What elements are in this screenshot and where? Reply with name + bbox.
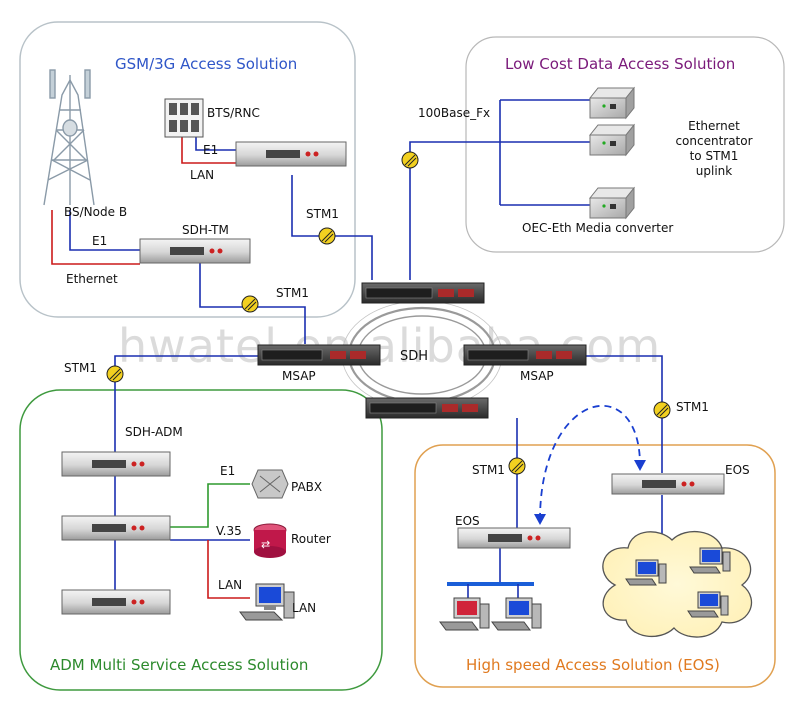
node-b-label: BS/Node B (64, 205, 127, 219)
adm-title: ADM Multi Service Access Solution (50, 656, 308, 674)
sdh-tm-label: SDH-TM (182, 223, 229, 237)
sdh-tm-upper (235, 141, 347, 167)
msap-left (257, 344, 381, 366)
stm1-marker-eos-right (653, 401, 671, 419)
msap-bottom (365, 397, 489, 419)
fx-label: 100Base_Fx (418, 106, 490, 120)
sdh-adm-3 (61, 589, 171, 615)
stm1-eos-left-label: STM1 (472, 463, 505, 477)
eos-device-right (611, 473, 725, 495)
stm1-markers (106, 151, 671, 475)
lan-device-label: LAN (292, 601, 316, 615)
concentrator-line-3: to STM1 (690, 149, 739, 163)
sdh-adm-2 (61, 515, 171, 541)
stm1-marker-adm (106, 365, 124, 383)
router-label: Router (291, 532, 331, 546)
v35-label: V.35 (216, 524, 242, 538)
stm1-gsm-upper-label: STM1 (306, 207, 339, 221)
msap-left-label: MSAP (282, 369, 316, 383)
concentrator-line-2: concentrator (675, 134, 752, 148)
stm1-adm-label: STM1 (64, 361, 97, 375)
lowcost-title: Low Cost Data Access Solution (505, 55, 735, 73)
sdh-adm-label: SDH-ADM (125, 425, 183, 439)
cloud-pc-3 (687, 591, 729, 618)
lan-top-label: LAN (190, 168, 214, 182)
eos-left-label: EOS (455, 514, 480, 528)
bts-rnc-cabinet (164, 98, 204, 138)
media-converter-2 (588, 123, 636, 157)
pabx-icon (251, 469, 289, 499)
sdh-tm-lower (139, 238, 251, 264)
stm1-marker-eos-left (508, 457, 526, 475)
msap-right (463, 344, 587, 366)
cloud-pc-1 (625, 559, 667, 586)
lan-computer-icon (239, 583, 295, 621)
eos-title: High speed Access Solution (EOS) (466, 656, 720, 674)
e1-adm-label: E1 (220, 464, 235, 478)
concentrator-line-4: uplink (696, 164, 732, 178)
e1-bottom-label: E1 (92, 234, 107, 248)
arrow-head-right (634, 460, 646, 471)
eos-right-label: EOS (725, 463, 750, 477)
msap-right-label: MSAP (520, 369, 554, 383)
e1-top-label: E1 (203, 143, 218, 157)
links (51, 99, 663, 600)
concentrator-line-1: Ethernet (688, 119, 740, 133)
gsm-title: GSM/3G Access Solution (115, 55, 297, 73)
media-converter-3 (588, 186, 636, 220)
gsm-panel (19, 21, 356, 318)
stm1-marker-gsm-upper (318, 227, 336, 245)
svg-text:⇄: ⇄ (261, 538, 270, 551)
eos-device-left (457, 527, 571, 549)
stm1-eos-right-label: STM1 (676, 400, 709, 414)
ethernet-label: Ethernet (66, 272, 118, 286)
pabx-label: PABX (291, 480, 322, 494)
media-converter-1 (588, 86, 636, 120)
bts-rnc-label: BTS/RNC (207, 106, 260, 120)
lan-link-label: LAN (218, 578, 242, 592)
cloud-pc-2 (689, 547, 731, 574)
eos-pc-1 (439, 597, 490, 631)
msap-top (361, 282, 485, 304)
sdh-adm-1 (61, 451, 171, 477)
cell-tower-icon (43, 69, 95, 206)
eos-pc-2 (491, 597, 542, 631)
sdh-ring-label: SDH (400, 349, 428, 364)
router-icon: ⇄ (253, 523, 287, 558)
stm1-gsm-lower-label: STM1 (276, 286, 309, 300)
arrow-head-left (534, 514, 546, 525)
converter-label: OEC-Eth Media converter (522, 221, 673, 235)
stm1-marker-gsm-lower (241, 295, 259, 313)
stm1-marker-fx (401, 151, 419, 169)
